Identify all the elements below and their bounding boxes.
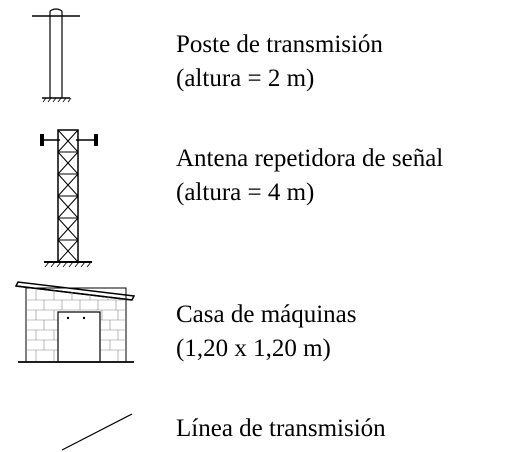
legend-label-transmission-pole: Poste de transmisión (altura = 2 m) (176, 28, 383, 96)
legend-name: Antena repetidora de señal (176, 145, 444, 172)
machine-house-icon (14, 278, 138, 370)
legend-name: Poste de transmisión (176, 31, 383, 58)
transmission-line-icon (60, 412, 134, 452)
legend-detail: (altura = 2 m) (176, 65, 315, 92)
legend-label-machine-house: Casa de máquinas (1,20 x 1,20 m) (176, 298, 357, 366)
legend-item-transmission-pole: Poste de transmisión (altura = 2 m) (0, 0, 522, 110)
legend-item-transmission-line: Línea de transmisión (0, 400, 522, 451)
legend-detail: (altura = 4 m) (176, 179, 315, 206)
legend-label-signal-repeater-antenna: Antena repetidora de señal (altura = 4 m… (176, 142, 443, 210)
legend-name: Casa de máquinas (176, 301, 357, 328)
legend-label-transmission-line: Línea de transmisión (176, 412, 386, 446)
legend-item-signal-repeater-antenna: Antena repetidora de señal (altura = 4 m… (0, 118, 522, 270)
legend-detail: (1,20 x 1,20 m) (176, 335, 331, 362)
legend-item-machine-house: Casa de máquinas (1,20 x 1,20 m) (0, 278, 522, 378)
transmission-pole-icon (30, 6, 82, 104)
signal-repeater-antenna-icon (36, 128, 116, 268)
legend-name: Línea de transmisión (176, 415, 386, 442)
